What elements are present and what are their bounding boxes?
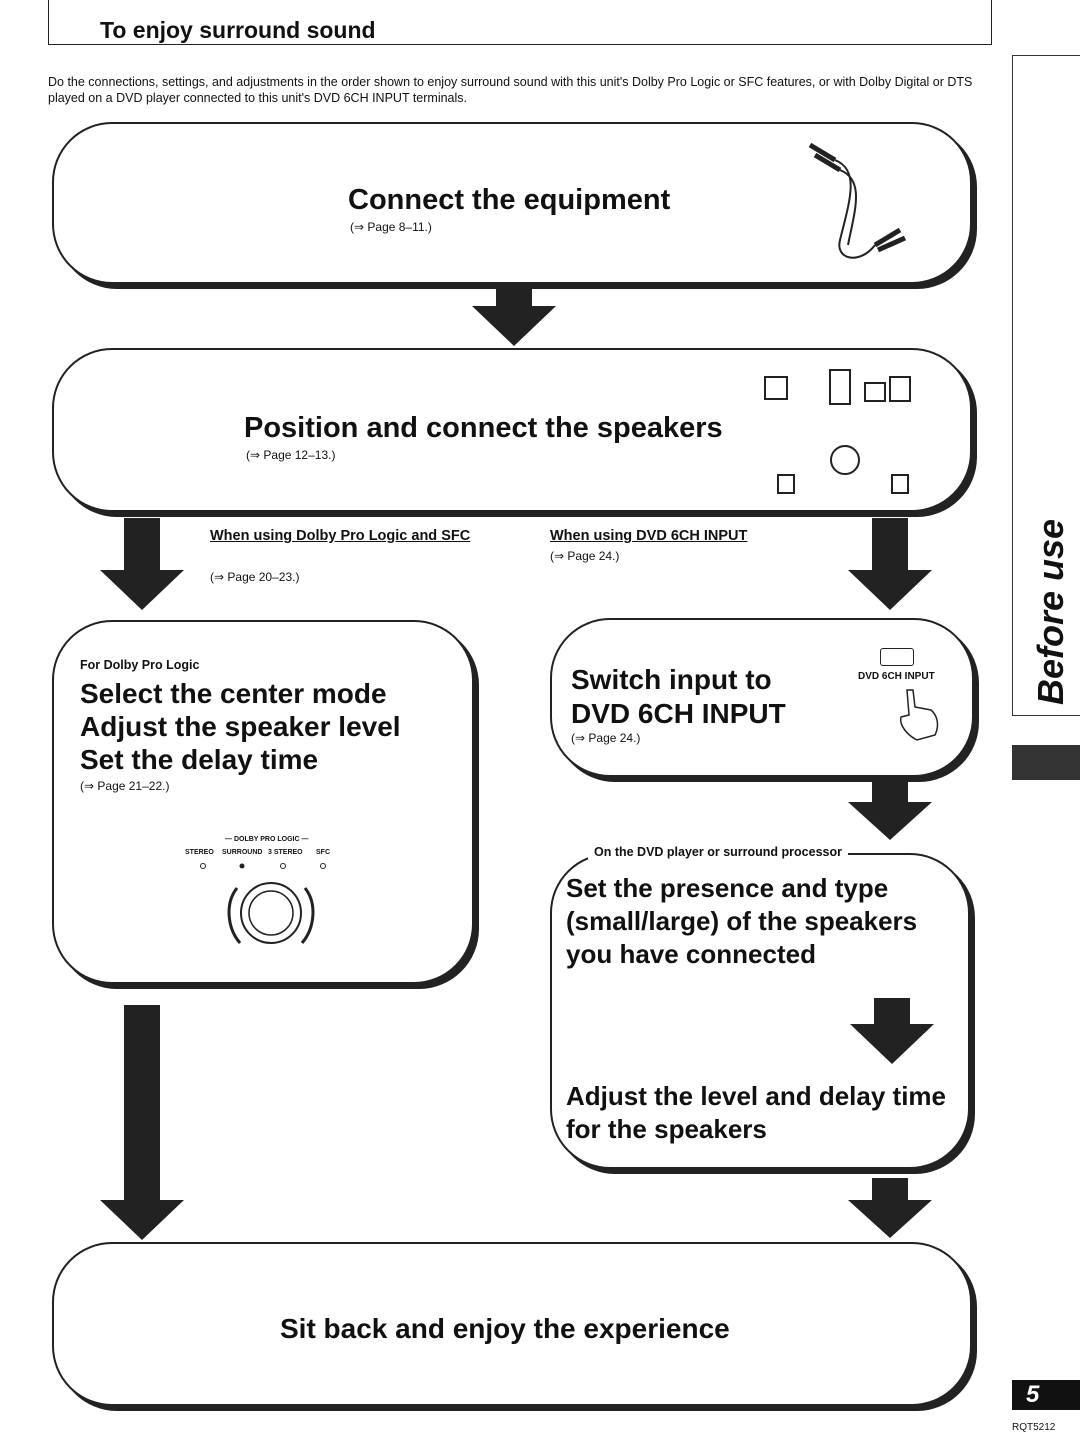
side-rule-bottom	[1012, 715, 1080, 716]
branch-right-label: When using DVD 6CH INPUT	[550, 528, 748, 544]
dvd-input-box	[550, 618, 974, 777]
step2-page-ref: (⇒ Page 12–13.)	[246, 448, 336, 462]
section-title: To enjoy surround sound	[100, 17, 376, 43]
pro-logic-line-1: Select the center mode	[80, 678, 387, 709]
branch-left-page-ref: (⇒ Page 20–23.)	[210, 570, 300, 584]
mode-stereo: STEREO	[185, 849, 214, 856]
branch-right-page-ref: (⇒ Page 24.)	[550, 549, 620, 563]
pressing-hand-icon	[899, 689, 939, 741]
pro-logic-sub: For Dolby Pro Logic	[80, 658, 200, 672]
arrow-down-icon-3	[850, 998, 934, 1064]
dvd-input-line-2: DVD 6CH INPUT	[571, 698, 786, 729]
pro-logic-line-2: Adjust the speaker level	[80, 711, 401, 742]
arrow-down-icon-2	[848, 782, 932, 840]
dvd-6ch-button-label: DVD 6CH INPUT	[858, 671, 935, 682]
document-code: RQT5212	[1012, 1422, 1056, 1433]
arrow-down-long-icon	[100, 1005, 184, 1240]
intro-text: Do the connections, settings, and adjust…	[48, 75, 973, 105]
step-position-speakers	[52, 348, 972, 512]
pro-logic-box	[52, 620, 474, 984]
arrow-down-icon	[472, 288, 556, 346]
section-tab-label: Before use	[1030, 518, 1071, 705]
pro-logic-line-3: Set the delay time	[80, 744, 319, 775]
step2-title: Position and connect the speakers	[244, 412, 723, 444]
side-rule-top	[1012, 55, 1080, 56]
header-frame	[48, 0, 992, 45]
cable-icon	[808, 142, 907, 259]
side-rule	[1012, 55, 1013, 715]
level-delay-text: Adjust the level and delay time for the …	[566, 1081, 946, 1144]
final-box	[52, 1242, 972, 1406]
speaker-presence-text: Set the presence and type (small/large) …	[566, 873, 918, 969]
step1-title: Connect the equipment	[348, 184, 671, 216]
step1-page-ref: (⇒ Page 8–11.)	[350, 220, 432, 234]
arrow-down-right-icon	[848, 518, 932, 610]
mode-selector-knob-icon	[200, 863, 326, 944]
dvd-input-page-ref: (⇒ Page 24.)	[571, 731, 641, 745]
pro-logic-page-ref: (⇒ Page 21–22.)	[80, 779, 170, 793]
branch-left-label: When using Dolby Pro Logic and SFC	[210, 528, 471, 544]
mode-sfc: SFC	[316, 849, 330, 856]
mode-3stereo: 3 STEREO	[268, 849, 303, 856]
panel-header: — DOLBY PRO LOGIC —	[225, 836, 309, 843]
mode-surround: SURROUND	[222, 849, 263, 856]
dvd-player-caption: On the DVD player or surround processor	[588, 845, 848, 859]
section-tab-block	[1012, 745, 1080, 780]
arrow-down-icon-4	[848, 1178, 932, 1238]
dvd-input-line-1: Switch input to	[571, 664, 772, 695]
dvd-6ch-button[interactable]	[880, 648, 914, 666]
arrow-down-left-icon	[100, 518, 184, 610]
final-title: Sit back and enjoy the experience	[280, 1313, 730, 1344]
page-number: 5	[1012, 1380, 1080, 1410]
speaker-layout-icon	[764, 369, 911, 494]
